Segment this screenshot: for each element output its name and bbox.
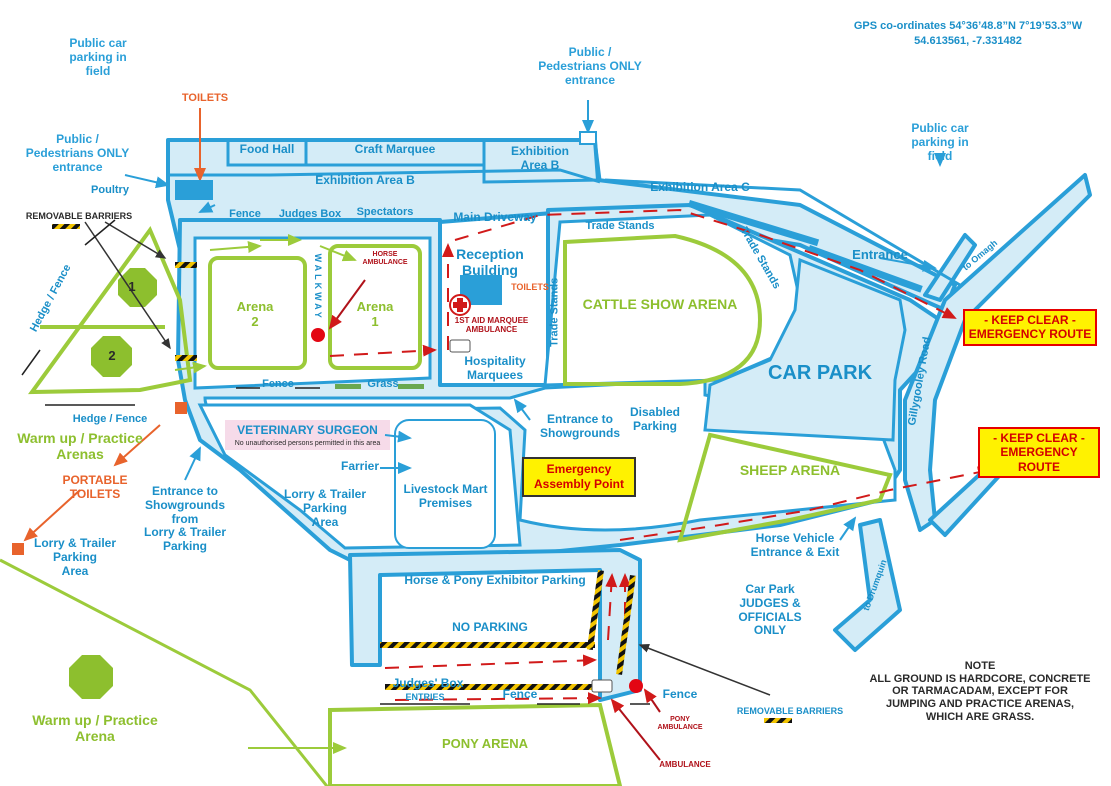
- label-entrance-lorry: Entrance to Showgrounds from Lorry & Tra…: [143, 484, 227, 554]
- label-pony-arena: PONY ARENA: [442, 736, 528, 751]
- emergency-route: [329, 208, 992, 705]
- emergency-assembly-point: Emergency Assembly Point: [522, 457, 636, 497]
- label-toilets-reception: TOILETS: [511, 282, 549, 292]
- pointer-arrows: [124, 100, 946, 541]
- label-exhibition-c: Exhibition Area C: [650, 180, 750, 194]
- keep-clear-2: - KEEP CLEAR - EMERGENCY ROUTE: [978, 427, 1100, 479]
- label-arena-2: Arena 2: [236, 299, 274, 329]
- red-pointers: [328, 279, 661, 761]
- label-food-hall: Food Hall: [239, 142, 295, 156]
- label-no-parking: NO PARKING: [452, 620, 528, 634]
- barriers: [52, 224, 792, 723]
- label-public-parking-left: Public car parking in field: [69, 36, 127, 78]
- label-hospitality: Hospitality Marquees: [464, 354, 526, 382]
- gps-line-2: 54.613561, -7.331482: [914, 35, 1022, 47]
- stands: [687, 199, 923, 293]
- label-livestock: Livestock Mart Premises: [403, 482, 488, 510]
- vet-area: [225, 420, 390, 450]
- label-fence-lower: Fence: [262, 378, 294, 390]
- label-removable-barriers-top: REMOVABLE BARRIERS: [25, 211, 133, 221]
- keep-clear-1: - KEEP CLEAR - EMERGENCY ROUTE: [963, 309, 1097, 346]
- label-removable-barriers-bottom: REMOVABLE BARRIERS: [736, 706, 844, 716]
- grass-tufts: [335, 384, 424, 389]
- label-exhibition-b2: Exhibition Area B: [511, 144, 569, 172]
- label-main-driveway: Main Driveway: [453, 210, 537, 224]
- inner-grounds: [193, 213, 907, 550]
- label-vet-note: No unauthorised persons permitted in thi…: [234, 440, 381, 447]
- label-judges-box: Judges Box: [278, 208, 342, 220]
- label-horse-ambulance: HORSE AMBULANCE: [362, 251, 408, 267]
- label-warmup-arena: Warm up / Practice Arena: [32, 712, 158, 745]
- road-to-omagh: [923, 233, 977, 302]
- road-to-drumquin: [833, 518, 902, 652]
- label-lorry-center: Lorry & Trailer Parking Area: [283, 487, 367, 529]
- dark-pointers: [84, 221, 771, 696]
- label-exhibition-b: Exhibition Area B: [315, 173, 415, 187]
- label-walkway: WALKWAY: [313, 253, 324, 321]
- label-poultry: Poultry: [91, 184, 129, 196]
- label-grass: Grass: [367, 378, 399, 390]
- label-toilets-top: TOILETS: [181, 92, 229, 104]
- label-pedestrian-top: Public / Pedestrians ONLY entrance: [538, 45, 642, 87]
- gps-line-1: GPS co-ordinates 54°36’48.8”N 7°19’53.3”…: [853, 20, 1083, 32]
- label-reception: Reception Building: [456, 246, 524, 279]
- right-road: [903, 173, 1092, 532]
- label-warmup-arenas: Warm up / Practice Arenas: [17, 430, 143, 463]
- label-car-park: CAR PARK: [767, 362, 873, 384]
- label-farrier: Farrier: [340, 459, 380, 473]
- label-fence-pony-1: Fence: [502, 687, 538, 701]
- practice-octagons: [69, 268, 157, 699]
- label-disabled: Disabled Parking: [629, 405, 680, 433]
- label-vet: VETERINARY SURGEON: [237, 423, 378, 437]
- label-horse-vehicle: Horse Vehicle Entrance & Exit: [750, 531, 840, 559]
- livestock-mart: [394, 419, 496, 549]
- orange-pointers: [23, 108, 206, 542]
- label-horse-pony-parking: Horse & Pony Exhibitor Parking: [404, 573, 586, 587]
- label-spectators: Spectators: [356, 206, 414, 218]
- label-fence-top: Fence: [229, 208, 261, 220]
- label-pedestrian-left: Public / Pedestrians ONLY entrance: [25, 132, 130, 174]
- label-craft-marquee: Craft Marquee: [354, 142, 436, 156]
- label-entries: ENTRIES: [405, 692, 445, 702]
- label-practice-1: 1: [128, 279, 136, 294]
- ground-note: NOTE ALL GROUND IS HARDCORE, CONCRETE OR…: [869, 660, 1091, 723]
- label-entrance: Entrance: [852, 247, 908, 262]
- pedestrian-gate-top: [579, 131, 597, 145]
- label-fence-pony-2: Fence: [662, 687, 698, 701]
- label-practice-2: 2: [108, 348, 116, 363]
- label-portable-toilets: PORTABLE TOILETS: [62, 473, 128, 501]
- label-ambulance: AMBULANCE: [659, 760, 711, 769]
- ambulance-dots: [311, 328, 643, 693]
- label-arena-1: Arena 1: [356, 299, 394, 329]
- bottom-left-line: [0, 558, 329, 786]
- exhibition-buildings: [168, 138, 961, 287]
- fences: [21, 219, 650, 705]
- label-lorry-left: Lorry & Trailer Parking Area: [33, 536, 117, 578]
- first-aid-cross: [449, 294, 471, 316]
- label-sheep-arena: SHEEP ARENA: [739, 462, 841, 478]
- ambulance-vehicles: [449, 339, 613, 693]
- label-pony-ambulance: PONY AMBULANCE: [657, 716, 703, 732]
- label-first-aid: 1ST AID MARQUEE AMBULANCE: [454, 316, 529, 335]
- label-entrance-showgrounds: Entrance to Showgrounds: [540, 412, 620, 440]
- label-public-parking-right: Public car parking in field: [911, 121, 969, 163]
- label-judges-officials: Car Park JUDGES & OFFICIALS ONLY: [738, 582, 802, 638]
- label-cattle-arena: CATTLE SHOW ARENA: [582, 296, 738, 312]
- poultry-building: [175, 180, 213, 200]
- label-trade-stands-top: Trade Stands: [585, 220, 655, 232]
- label-judges-box-pony: Judges' Box: [392, 676, 464, 690]
- flow-arrows: [174, 234, 357, 374]
- arenas: [28, 225, 893, 786]
- label-hedge-fence-bottom: Hedge / Fence: [72, 413, 148, 425]
